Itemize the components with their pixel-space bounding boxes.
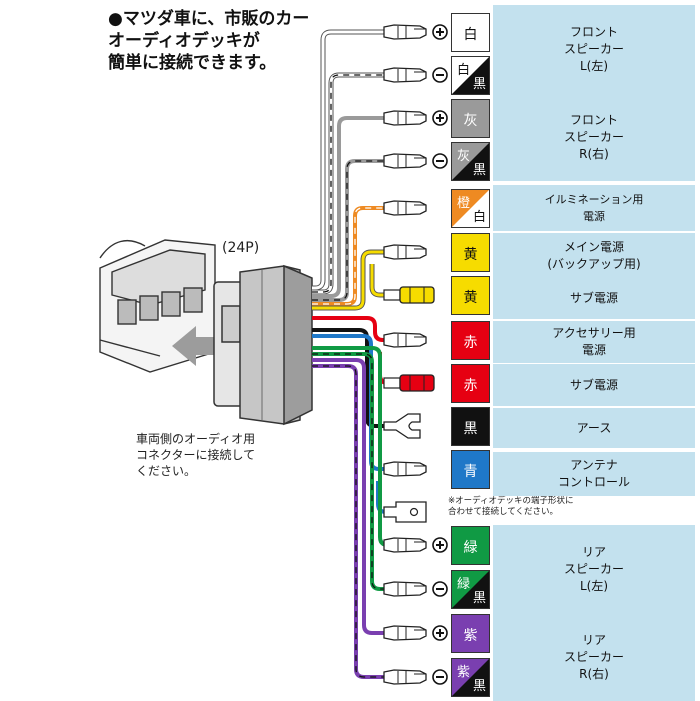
terminal-bullet-w5 — [383, 200, 427, 216]
wire-color-label: 橙 — [457, 196, 471, 211]
wire-color-label: 緑 — [463, 540, 478, 556]
vehicle-connector-note: 車両側のオーディオ用 コネクターに接続して ください。 — [136, 432, 256, 478]
wire-swatch: 黄 — [451, 233, 490, 272]
function-sub-power: サブ電源 — [493, 277, 695, 319]
wire-swatch: 橙白 — [451, 189, 490, 228]
function-antenna-control: アンテナ コントロール — [493, 452, 695, 496]
wire-bundle — [312, 29, 390, 679]
function-front-speaker-left: フロント スピーカー L(左) — [493, 5, 695, 93]
wire-color-label: 黒 — [463, 421, 478, 437]
wire-swatch: 黒 — [451, 407, 490, 446]
function-sub-power: サブ電源 — [493, 364, 695, 406]
terminal-bullet-w16 — [383, 669, 427, 685]
wire-swatch: 白 — [451, 13, 490, 52]
wire-swatch: 緑 — [451, 526, 490, 565]
wire-w3 — [312, 116, 384, 298]
function-main-power: メイン電源 (バックアップ用) — [493, 233, 695, 279]
wire-color-label: 赤 — [463, 335, 478, 351]
vehicle-connector — [99, 239, 216, 373]
terminal-fork-w10 — [383, 413, 421, 439]
terminal-bullet-w4 — [383, 153, 427, 169]
wire-color-label: 赤 — [463, 378, 478, 394]
wire-stripe-label: 白 — [472, 210, 486, 225]
terminal-set — [383, 24, 448, 685]
wire-color-label: 白 — [457, 63, 471, 78]
terminal-bullet-w6 — [383, 244, 427, 260]
wire-swatch: 紫 — [451, 614, 490, 653]
wire-w7 — [370, 264, 384, 297]
terminal-fuse-w7 — [383, 286, 435, 304]
terminal-shape-note: ※オーディオデッキの端子形状に 合わせて接続してください。 — [448, 496, 574, 517]
wire-swatch: 白黒 — [451, 56, 490, 95]
wire-color-label: 黄 — [463, 290, 478, 306]
terminal-bullet-w11 — [383, 461, 427, 477]
terminal-bullet-w1 — [383, 24, 427, 40]
terminal-bullet-w8 — [383, 332, 427, 348]
headline: ●マツダ車に、市販のカー オーディオデッキが 簡単に接続できます。 — [108, 9, 310, 73]
function-rear-speaker-right: リア スピーカー R(右) — [493, 613, 695, 701]
terminal-fuse-w9 — [383, 374, 435, 392]
wire-color-label: 紫 — [457, 665, 471, 680]
terminal-bullet-w3 — [383, 110, 427, 126]
wire-stripe-label: 黒 — [472, 163, 486, 178]
function-front-speaker-right: フロント スピーカー R(右) — [493, 93, 695, 181]
plus-icon — [432, 110, 448, 126]
wire-color-label: 紫 — [463, 628, 478, 644]
wire-swatch: 赤 — [451, 321, 490, 360]
wire-legend: 白 白黒 灰 灰黒 橙白 黄 黄 赤 赤 黒 青 緑 緑黒 紫 紫黒 フロント … — [449, 0, 695, 701]
minus-icon — [432, 669, 448, 685]
terminal-bullet-w13 — [383, 537, 427, 553]
terminal-bullet-w15 — [383, 625, 427, 641]
wire-color-label: 青 — [463, 464, 478, 480]
terminal-bullet-w14 — [383, 581, 427, 597]
plus-icon — [432, 625, 448, 641]
wire-stripe-label: 黒 — [472, 77, 486, 92]
wire-color-label: 黄 — [463, 247, 478, 263]
wire-swatch: 灰 — [451, 99, 490, 138]
wire-swatch: 青 — [451, 450, 490, 489]
function-rear-speaker-left: リア スピーカー L(左) — [493, 525, 695, 613]
plus-icon — [432, 24, 448, 40]
wire-w1 — [312, 30, 384, 290]
arrow-left-icon — [172, 326, 232, 366]
wire-color-label: 灰 — [463, 113, 478, 129]
connector-pin-count: (24P) — [222, 240, 260, 256]
terminal-bullet-w2 — [383, 67, 427, 83]
minus-icon — [432, 67, 448, 83]
wire-w8 — [312, 316, 385, 342]
wire-swatch: 緑黒 — [451, 570, 490, 609]
harness-connector-24p — [213, 264, 313, 426]
wire-w6 — [312, 250, 384, 310]
wire-swatch: 赤 — [451, 364, 490, 403]
wire-color-label: 緑 — [457, 577, 471, 592]
minus-icon — [432, 153, 448, 169]
minus-icon — [432, 581, 448, 597]
wire-stripe-label: 黒 — [472, 591, 486, 606]
wire-w15 — [312, 358, 384, 635]
terminal-flag-w12 — [383, 501, 427, 523]
function-accessory-power: アクセサリー用 電源 — [493, 321, 695, 363]
wire-swatch: 灰黒 — [451, 142, 490, 181]
wire-swatch: 黄 — [451, 276, 490, 315]
wire-color-label: 灰 — [457, 149, 471, 164]
plus-icon — [432, 537, 448, 553]
wire-stripe-label: 黒 — [472, 679, 486, 694]
wire-color-label: 白 — [463, 27, 478, 43]
function-ground: アース — [493, 408, 695, 448]
wire-swatch: 紫黒 — [451, 658, 490, 697]
function-illumination-power: イルミネーション用 電源 — [493, 185, 695, 231]
wire-w14 — [312, 352, 384, 591]
